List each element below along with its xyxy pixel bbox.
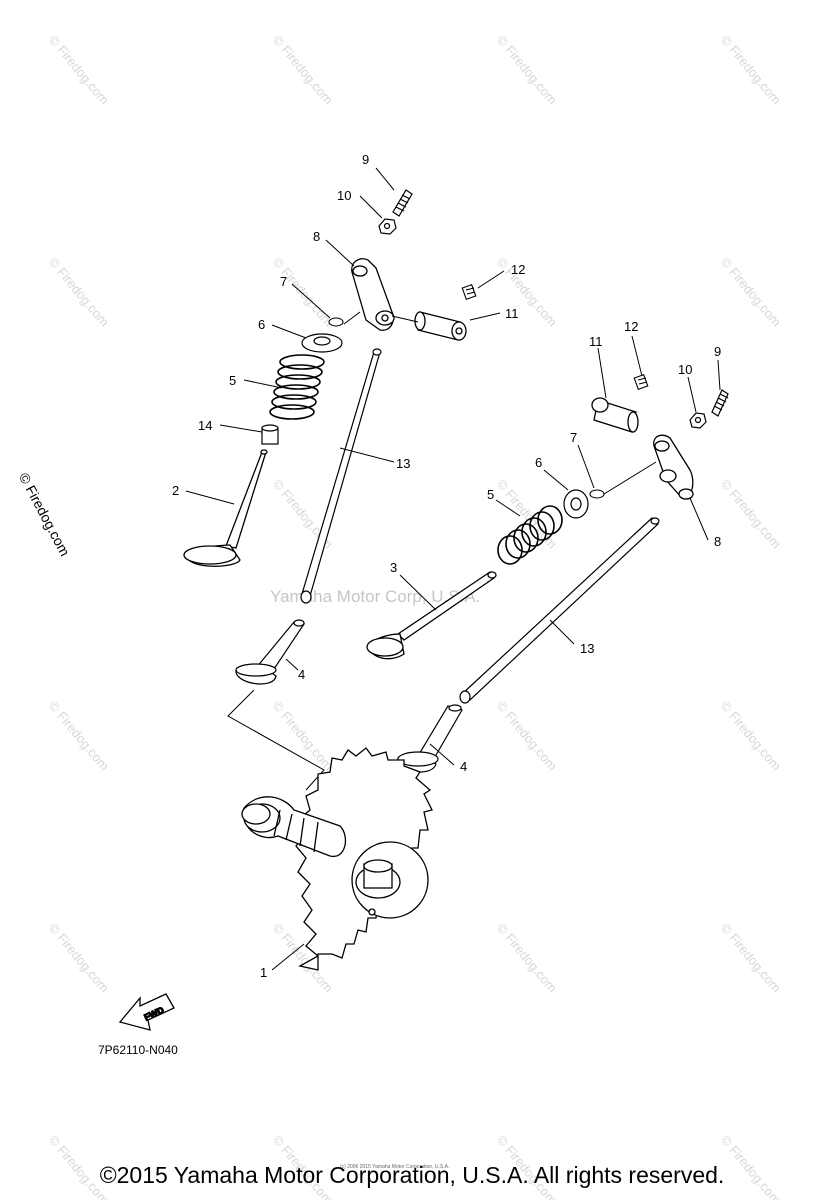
tile-watermark: © Firedog.com: [718, 698, 784, 773]
tile-watermarks: © Firedog.com © Firedog.com © Firedog.co…: [46, 32, 784, 1200]
tile-watermark: © Firedog.com: [46, 32, 112, 107]
tiny-credit-text: (c) 2006 2015 Yamaha Motor Corporation, …: [340, 1164, 449, 1170]
callout-8-right: 8: [714, 534, 721, 549]
spring-retainer-6-left: [301, 333, 343, 353]
valve-lifter-4-left: [235, 619, 305, 685]
tile-watermark: © Firedog.com: [718, 476, 784, 551]
adjuster-screw-9-right: [711, 389, 729, 417]
callout-11-left: 11: [505, 306, 519, 321]
copyright-footer: ©2015 Yamaha Motor Corporation, U.S.A. A…: [99, 1162, 725, 1188]
callout-6-left: 6: [258, 317, 265, 332]
valve-cotter-7-right: [589, 489, 605, 499]
callout-7-left: 7: [280, 274, 287, 289]
valve-spring-5-left: [269, 354, 325, 420]
callout-9-left: 9: [362, 152, 369, 167]
bolt-12-left: [461, 283, 477, 301]
exhaust-valve-3: [366, 571, 497, 660]
callout-14: 14: [198, 418, 212, 433]
callout-10-right: 10: [678, 362, 692, 377]
fwd-arrow-icon: FWD: [118, 993, 175, 1031]
tile-watermark: © Firedog.com: [270, 698, 336, 773]
callout-4-left: 4: [298, 667, 305, 682]
bolt-12-right: [633, 373, 649, 391]
callout-9-right: 9: [714, 344, 721, 359]
rocker-shaft-11-right: [591, 397, 639, 433]
rocker-arm-8-right: [653, 434, 694, 500]
leader-lines: [185, 167, 721, 971]
tile-watermark: © Firedog.com: [494, 254, 560, 329]
callout-12-right: 12: [624, 319, 638, 334]
camshaft-1: [241, 747, 433, 971]
tile-watermark: © Firedog.com: [270, 254, 336, 329]
diagram-part-number: 7P62110-N040: [98, 1043, 178, 1057]
callout-3: 3: [390, 560, 397, 575]
tile-watermark: © Firedog.com: [494, 476, 560, 551]
rocker-arm-8-left: [351, 258, 395, 331]
tile-watermark: © Firedog.com: [46, 698, 112, 773]
tile-watermark: © Firedog.com: [718, 32, 784, 107]
tile-watermark: © Firedog.com: [46, 920, 112, 995]
tile-watermark: © Firedog.com: [494, 698, 560, 773]
tile-watermark: © Firedog.com: [718, 254, 784, 329]
tile-watermark: © Firedog.com: [494, 32, 560, 107]
locknut-10-right: [689, 412, 707, 429]
push-rod-13-right: [459, 517, 660, 704]
tile-watermark: © Firedog.com: [494, 920, 560, 995]
push-rod-13-left: [300, 348, 382, 604]
callout-13-left: 13: [396, 456, 410, 471]
callout-13-right: 13: [580, 641, 594, 656]
callout-2: 2: [172, 483, 179, 498]
valve-lifter-4-right: [397, 704, 463, 773]
valve-cotter-7-left: [328, 317, 344, 327]
tile-watermark: © Firedog.com: [270, 32, 336, 107]
intake-valve-2: [183, 449, 268, 567]
callout-8-left: 8: [313, 229, 320, 244]
tile-watermark: © Firedog.com: [718, 920, 784, 995]
callout-1: 1: [260, 965, 267, 980]
callout-5-right: 5: [487, 487, 494, 502]
tile-watermark: © Firedog.com: [46, 254, 112, 329]
callout-11-right: 11: [589, 334, 603, 349]
spring-retainer-6-right: [563, 489, 589, 519]
adjuster-screw-9-left: [392, 189, 413, 217]
valve-spring-5-right: [497, 505, 563, 565]
callout-10-left: 10: [337, 188, 351, 203]
rocker-shaft-11-left: [414, 311, 467, 341]
callout-4-right: 4: [460, 759, 467, 774]
callouts: 9 10 8 7 6 5 14 2 12 11 13 4 3 13 4 1 9 …: [172, 152, 721, 980]
assembly-lines: [343, 311, 657, 495]
callout-6-right: 6: [535, 455, 542, 470]
callout-5-left: 5: [229, 373, 236, 388]
stem-seal-14-left: [261, 424, 279, 445]
callout-12-left: 12: [511, 262, 525, 277]
center-watermark: Yamaha Motor Corp, U.S.A.: [270, 587, 480, 606]
lifter-position-bracket: [227, 689, 325, 791]
callout-7-right: 7: [570, 430, 577, 445]
locknut-10-left: [378, 218, 397, 235]
